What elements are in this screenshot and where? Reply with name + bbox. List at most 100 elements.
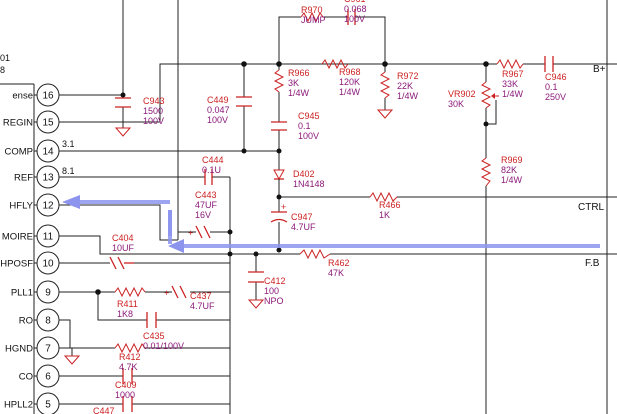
component-ref-label: C943	[143, 96, 165, 106]
component-value-label: 47UF	[195, 200, 218, 210]
component-ref-label: D402	[293, 169, 315, 179]
component-value-label: 100V	[143, 116, 164, 126]
component-ref-label: R968	[339, 67, 361, 77]
junction-node	[483, 121, 489, 127]
pin-name: MOIRE	[2, 232, 33, 243]
pin-number: 13	[42, 173, 54, 184]
component-value-label: 4.7UF	[291, 222, 316, 232]
component-ref-label: R462	[328, 258, 350, 268]
pin-name: HGND	[5, 344, 33, 355]
pin-number: 6	[45, 372, 51, 383]
capacitor-c945	[271, 121, 287, 131]
capacitor-c443	[195, 225, 211, 239]
pin-name: HPLL2	[4, 400, 33, 411]
junction-nodes	[95, 61, 489, 295]
component-value-label: 1/4W	[339, 87, 361, 97]
pin-name: ense	[12, 91, 33, 102]
pin-name: REGIN	[3, 118, 33, 129]
pin-number: 9	[45, 288, 51, 299]
ctrl-net-label: CTRL	[578, 202, 605, 213]
junction-node	[253, 251, 259, 257]
component-value-label: 4.7K	[119, 362, 138, 372]
ground-symbol	[376, 109, 394, 119]
signal-arrows	[62, 195, 600, 253]
component-value-label: 10UF	[112, 243, 135, 253]
capacitor-c444	[204, 169, 213, 185]
ground-symbol	[114, 127, 132, 137]
component-value-label: 120K	[339, 77, 360, 87]
ground-symbol	[247, 299, 265, 309]
resistor-r466	[369, 191, 398, 203]
pin-name: COMP	[5, 147, 34, 158]
resistor-r412	[114, 342, 146, 354]
pin-name: HPOSF	[0, 259, 33, 270]
capacitor-c946	[544, 56, 554, 72]
junction-node	[276, 247, 282, 253]
component-value-label: 0.1	[298, 121, 311, 131]
component-value-label: 4.7UF	[190, 301, 215, 311]
component-ref-label: R412	[119, 352, 141, 362]
resistor-r966	[273, 69, 285, 93]
component-ref-label: R970	[301, 5, 323, 15]
resistor-r970	[300, 11, 324, 23]
component-value-label: 0.1	[545, 82, 558, 92]
component-value-label: 3K	[288, 78, 299, 88]
capacitor-c409	[122, 368, 133, 384]
component-ref-label: R969	[501, 155, 523, 165]
component-ref-label: C404	[112, 233, 134, 243]
component-value-label: 33K	[502, 79, 518, 89]
component-value-label: 1500	[143, 106, 163, 116]
component-value-label: 1000	[115, 390, 135, 400]
component-value-label: 47K	[328, 268, 344, 278]
junction-node	[227, 251, 233, 257]
wire	[59, 235, 230, 255]
junction-node	[120, 92, 126, 98]
ic-top-labels: 01 8	[0, 53, 10, 75]
component-ref-label: C409	[115, 380, 137, 390]
component-value-label: 16V	[195, 210, 211, 220]
component-value-label: 1/4W	[288, 88, 310, 98]
pin-name: HFLY	[9, 201, 33, 212]
wire	[59, 347, 73, 356]
capacitor-c961	[347, 9, 356, 25]
pin-number: 14	[42, 147, 54, 158]
junction-node	[276, 61, 282, 67]
component-ref-label: C947	[291, 212, 313, 222]
comp-voltage-label: 3.1	[62, 139, 75, 149]
component-value-label: JUMP	[301, 15, 326, 25]
component-value-label: 100V	[207, 115, 228, 125]
wire	[355, 16, 386, 64]
pin-number: 11	[43, 232, 54, 243]
component-value-label: 1/4W	[502, 89, 524, 99]
capacitor-c449	[236, 96, 252, 107]
component-value-label: 0.047	[207, 105, 230, 115]
electrolytic-capacitors: + + +	[109, 202, 288, 299]
resistor-vr902	[480, 81, 492, 109]
component-value-label: 1K	[379, 210, 390, 220]
hfly-signal-arrowhead	[62, 195, 80, 209]
component-value-label: 250V	[545, 92, 566, 102]
component-ref-label: C961	[344, 0, 366, 4]
junction-node	[95, 289, 101, 295]
junction-node	[241, 148, 247, 154]
component-ref-label: C945	[298, 111, 320, 121]
ic-top-label: 01	[0, 53, 10, 63]
ground-symbol	[63, 355, 81, 365]
net-value-labels: 3.1 8.1	[62, 139, 75, 176]
polarity-plus: +	[281, 202, 286, 212]
resistor-r411	[114, 286, 146, 298]
b-plus-net-label: B+	[593, 64, 606, 75]
junction-node	[382, 61, 388, 67]
pin-number: 8	[45, 316, 51, 327]
component-labels: R970JUMPC9610.068100VC9431500100VC4490.0…	[93, 0, 567, 414]
component-value-label: 22K	[397, 81, 413, 91]
resistors	[114, 11, 524, 354]
component-value-label: 100	[264, 286, 279, 296]
capacitor-c943	[115, 97, 131, 108]
wire	[59, 319, 115, 349]
pin-number: 16	[42, 91, 54, 102]
component-value-label: 1/4W	[501, 175, 523, 185]
component-value-label: 1K8	[117, 309, 133, 319]
